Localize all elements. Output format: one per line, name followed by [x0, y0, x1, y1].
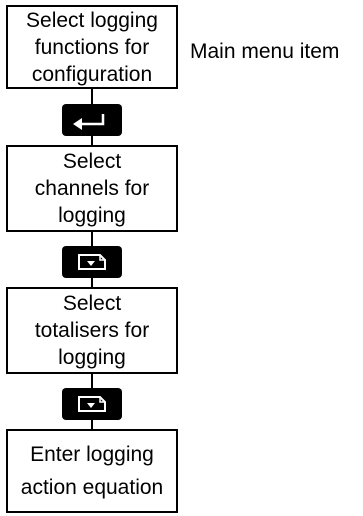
step-line: Select — [62, 150, 122, 173]
page-down-key-button — [62, 388, 122, 420]
main-menu-item-label: Main menu item — [190, 40, 340, 63]
step-line: Select logging — [26, 8, 158, 32]
enter-key-button — [62, 104, 122, 136]
step-select-totalisers: Select totalisers for logging — [6, 287, 178, 374]
step-line: functions for — [34, 35, 150, 59]
page-down-key-button — [62, 246, 122, 278]
step-line: action equation — [20, 476, 164, 499]
step-line: Enter logging — [30, 443, 154, 466]
step-select-channels: Select channels for logging — [6, 145, 178, 232]
step-line: totalisers for — [34, 319, 150, 342]
step-line: channels for — [34, 177, 150, 200]
step-line: logging — [58, 346, 126, 369]
step-line: configuration — [31, 62, 153, 86]
step-enter-logging-action-equation: Enter logging action equation — [6, 429, 178, 513]
step-select-logging-functions: Select logging functions for configurati… — [6, 5, 178, 89]
step-line: logging — [58, 204, 126, 227]
page-down-key-icon — [78, 396, 106, 412]
page-down-key-icon — [78, 254, 106, 270]
enter-key-icon — [73, 114, 105, 130]
step-line: Select — [62, 292, 122, 315]
